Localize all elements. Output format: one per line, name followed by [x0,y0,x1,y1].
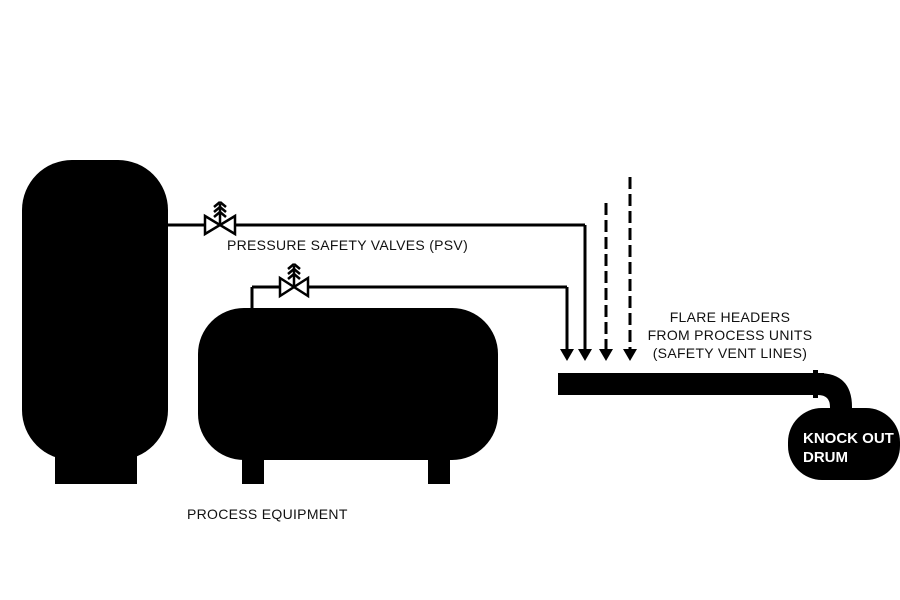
knock-out-drum-label-2: DRUM [803,449,848,466]
arrow-down-icon [599,349,613,361]
psv-label: PRESSURE SAFETY VALVES (PSV) [227,237,468,253]
knock-out-drum-label-1: KNOCK OUT [803,430,894,447]
lower-vent-line [250,285,569,350]
horizontal-vessel [198,308,498,484]
flare-headers-label-2: FROM PROCESS UNITS [648,327,813,343]
arrow-down-icon [560,349,574,361]
arrowheads [560,349,637,361]
upper-vent-line [168,223,587,350]
knock-out-drum: KNOCK OUT DRUM [788,408,900,480]
vertical-vessel [22,160,168,484]
upper-psv-valve-icon [203,201,237,237]
arrow-down-icon [623,349,637,361]
flare-headers-label-3: (SAFETY VENT LINES) [653,345,808,361]
process-equipment-label: PROCESS EQUIPMENT [187,506,348,522]
lower-psv-valve-icon [278,263,310,299]
flare-headers-label-1: FLARE HEADERS [670,309,791,325]
arrow-down-icon [578,349,592,361]
